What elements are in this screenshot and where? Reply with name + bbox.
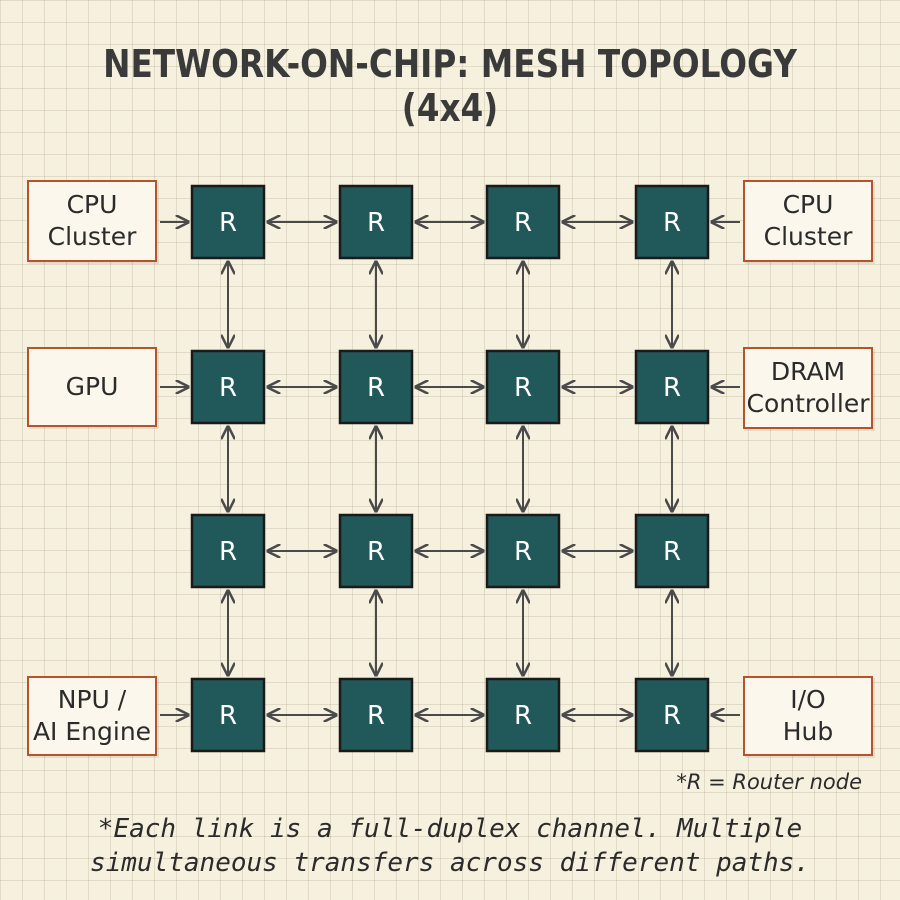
router-node: R (338, 184, 414, 260)
router-label: R (514, 701, 532, 731)
router-box (634, 513, 710, 589)
io-hub-endpoint: I/O Hub (743, 676, 873, 756)
router-label: R (663, 701, 681, 731)
router-box (485, 513, 561, 589)
endpoint-links (160, 222, 740, 715)
router-label: R (663, 537, 681, 567)
router-node: R (634, 677, 710, 753)
mesh-links (228, 222, 672, 715)
router-label: R (367, 537, 385, 567)
router-node: R (634, 349, 710, 425)
router-node: R (338, 677, 414, 753)
caption-line-2: simultaneous transfers across different … (89, 848, 811, 878)
router-label: R (219, 701, 237, 731)
router-box (338, 677, 414, 753)
router-box (338, 513, 414, 589)
router-box (485, 184, 561, 260)
router-box (190, 677, 266, 753)
router-label: R (367, 373, 385, 403)
router-box (338, 184, 414, 260)
router-node: R (634, 513, 710, 589)
router-box (190, 513, 266, 589)
router-box (634, 184, 710, 260)
router-legend: *R = Router node (676, 770, 862, 794)
router-node: R (485, 513, 561, 589)
router-node: R (634, 184, 710, 260)
router-label: R (514, 373, 532, 403)
router-box (485, 349, 561, 425)
router-box (485, 677, 561, 753)
router-node: R (485, 677, 561, 753)
router-label: R (514, 537, 532, 567)
router-label: R (663, 208, 681, 238)
cpu-cluster-left-endpoint: CPU Cluster (27, 180, 157, 262)
router-box (338, 349, 414, 425)
npu-ai-engine-endpoint: NPU / AI Engine (27, 676, 157, 756)
router-label: R (219, 373, 237, 403)
router-node: R (190, 677, 266, 753)
router-node: R (190, 349, 266, 425)
router-node: R (485, 349, 561, 425)
gpu-endpoint: GPU (27, 347, 157, 427)
router-label: R (663, 373, 681, 403)
cpu-cluster-right-endpoint: CPU Cluster (743, 180, 873, 262)
router-node: R (190, 513, 266, 589)
router-box (634, 349, 710, 425)
router-node: R (338, 349, 414, 425)
router-box (634, 677, 710, 753)
router-label: R (514, 208, 532, 238)
router-label: R (367, 701, 385, 731)
dram-controller-endpoint: DRAM Controller (743, 347, 873, 429)
router-box (190, 349, 266, 425)
caption-line-1: *Each link is a full-duplex channel. Mul… (97, 814, 803, 844)
router-node: R (338, 513, 414, 589)
router-label: R (219, 208, 237, 238)
router-node: R (190, 184, 266, 260)
router-grid: R R R R R R R R R R R R R R R R (190, 184, 710, 753)
router-box (190, 184, 266, 260)
router-node: R (485, 184, 561, 260)
router-label: R (367, 208, 385, 238)
diagram-title: NETWORK-ON-CHIP: MESH TOPOLOGY (4x4) (103, 42, 797, 130)
router-label: R (219, 537, 237, 567)
caption: *Each link is a full-duplex channel. Mul… (0, 812, 900, 880)
